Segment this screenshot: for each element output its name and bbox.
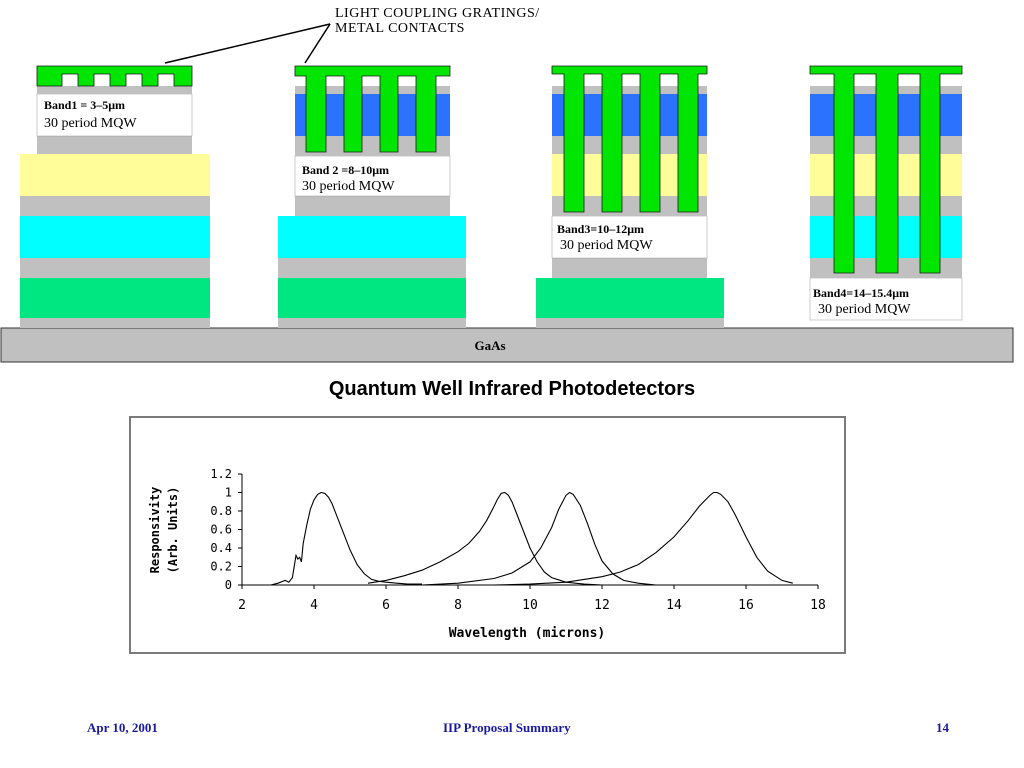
band2-label: Band 2 =8–10μm (302, 163, 389, 177)
y-axis-label-line2: (Arb. Units) (166, 487, 180, 574)
y-tick-label: 1.2 (210, 467, 232, 481)
x-tick-label: 6 (382, 598, 390, 613)
y-tick-label: 0.8 (210, 504, 232, 518)
mesa-band1 (20, 65, 210, 328)
band1-label: Band1 = 3–5μm (44, 98, 125, 112)
x-tick-label: 8 (454, 598, 462, 613)
annotation-line2: METAL CONTACTS (335, 21, 465, 36)
gaas-substrate (0, 327, 1014, 363)
y-tick-label: 0 (225, 578, 232, 592)
responsivity-curve-3 (421, 491, 657, 586)
x-tick-label: 4 (310, 598, 318, 613)
responsivity-curve-1 (270, 491, 422, 586)
footer-title: IIP Proposal Summary (443, 720, 571, 735)
mesa-band3 (536, 65, 724, 328)
y-tick-labels: 0 0.2 0.4 0.6 0.8 1 1.2 (210, 467, 232, 592)
y-tick-label: 0.4 (210, 541, 232, 555)
x-tick-label: 14 (666, 598, 682, 613)
x-tick-label: 18 (810, 598, 826, 613)
section-title: Quantum Well Infrared Photodetectors (328, 378, 696, 400)
x-axis-label: Wavelength (microns) (449, 626, 606, 641)
band1-detail: 30 period MQW (44, 116, 137, 131)
x-tick-label: 2 (238, 598, 246, 613)
annotation-pointer-b (304, 23, 331, 64)
band3-detail: 30 period MQW (560, 238, 653, 253)
responsivity-curve-2 (367, 491, 603, 586)
band4-detail: 30 period MQW (818, 302, 911, 317)
x-tick-labels: 2 4 6 8 10 12 14 16 18 (238, 598, 826, 613)
band4-label: Band4=14–15.4μm (813, 286, 909, 300)
x-tick-label: 16 (738, 598, 754, 613)
responsivity-curve-4 (493, 491, 793, 586)
chart-series (270, 491, 793, 586)
annotation-line1: LIGHT COUPLING GRATINGS/ (335, 6, 540, 21)
mesa-band4 (809, 65, 963, 321)
footer-page-number: 14 (936, 720, 949, 735)
chart-axes (238, 473, 819, 589)
y-tick-label: 0.2 (210, 560, 232, 574)
annotation-pointer-a (164, 23, 331, 64)
y-tick-label: 1 (225, 486, 232, 500)
band2-detail: 30 period MQW (302, 179, 395, 194)
y-axis-label-line1: Responsivity (148, 487, 162, 574)
x-tick-label: 10 (522, 598, 538, 613)
substrate-label: GaAs (474, 338, 505, 353)
qwip-cross-section-diagram: LIGHT COUPLING GRATINGS/ METAL CONTACTS … (0, 6, 1014, 363)
x-tick-label: 12 (594, 598, 610, 613)
responsivity-chart: 2 4 6 8 10 12 14 16 18 0 0.2 0.4 0.6 0.8 1 1.2 Wavelen… (148, 467, 826, 641)
mesa-band2 (278, 65, 466, 328)
y-tick-label: 0.6 (210, 523, 232, 537)
footer-date: Apr 10, 2001 (87, 720, 158, 735)
band3-label: Band3=10–12μm (557, 222, 644, 236)
responsivity-chart-frame: 2 4 6 8 10 12 14 16 18 0 0.2 0.4 0.6 0.8 1 1.2 Wavelen… (129, 416, 846, 654)
